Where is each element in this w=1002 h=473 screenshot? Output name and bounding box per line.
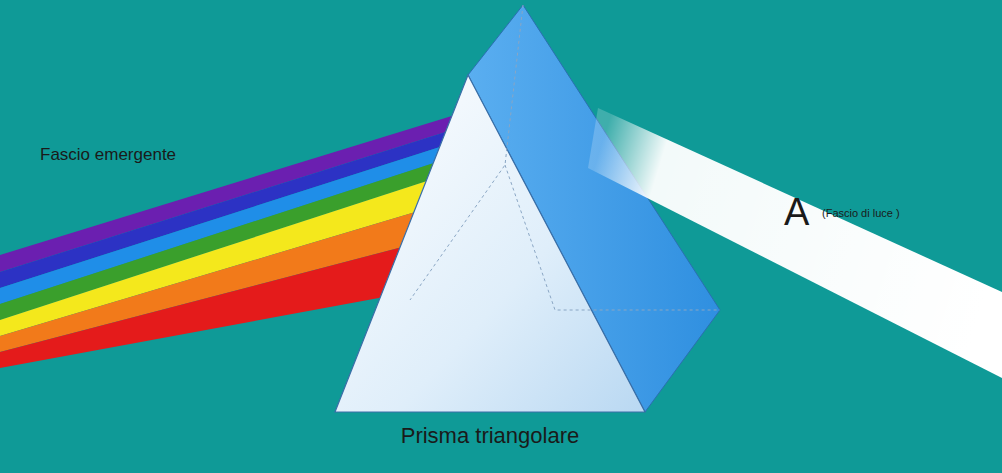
beam-label: Fascio emergente bbox=[40, 146, 176, 163]
beam-note: (Fascio di luce ) bbox=[822, 208, 900, 219]
triangular-prism bbox=[335, 5, 720, 412]
white-light-beam bbox=[588, 108, 1002, 378]
prism-label: Prisma triangolare bbox=[401, 425, 580, 447]
point-letter: A bbox=[784, 193, 809, 231]
